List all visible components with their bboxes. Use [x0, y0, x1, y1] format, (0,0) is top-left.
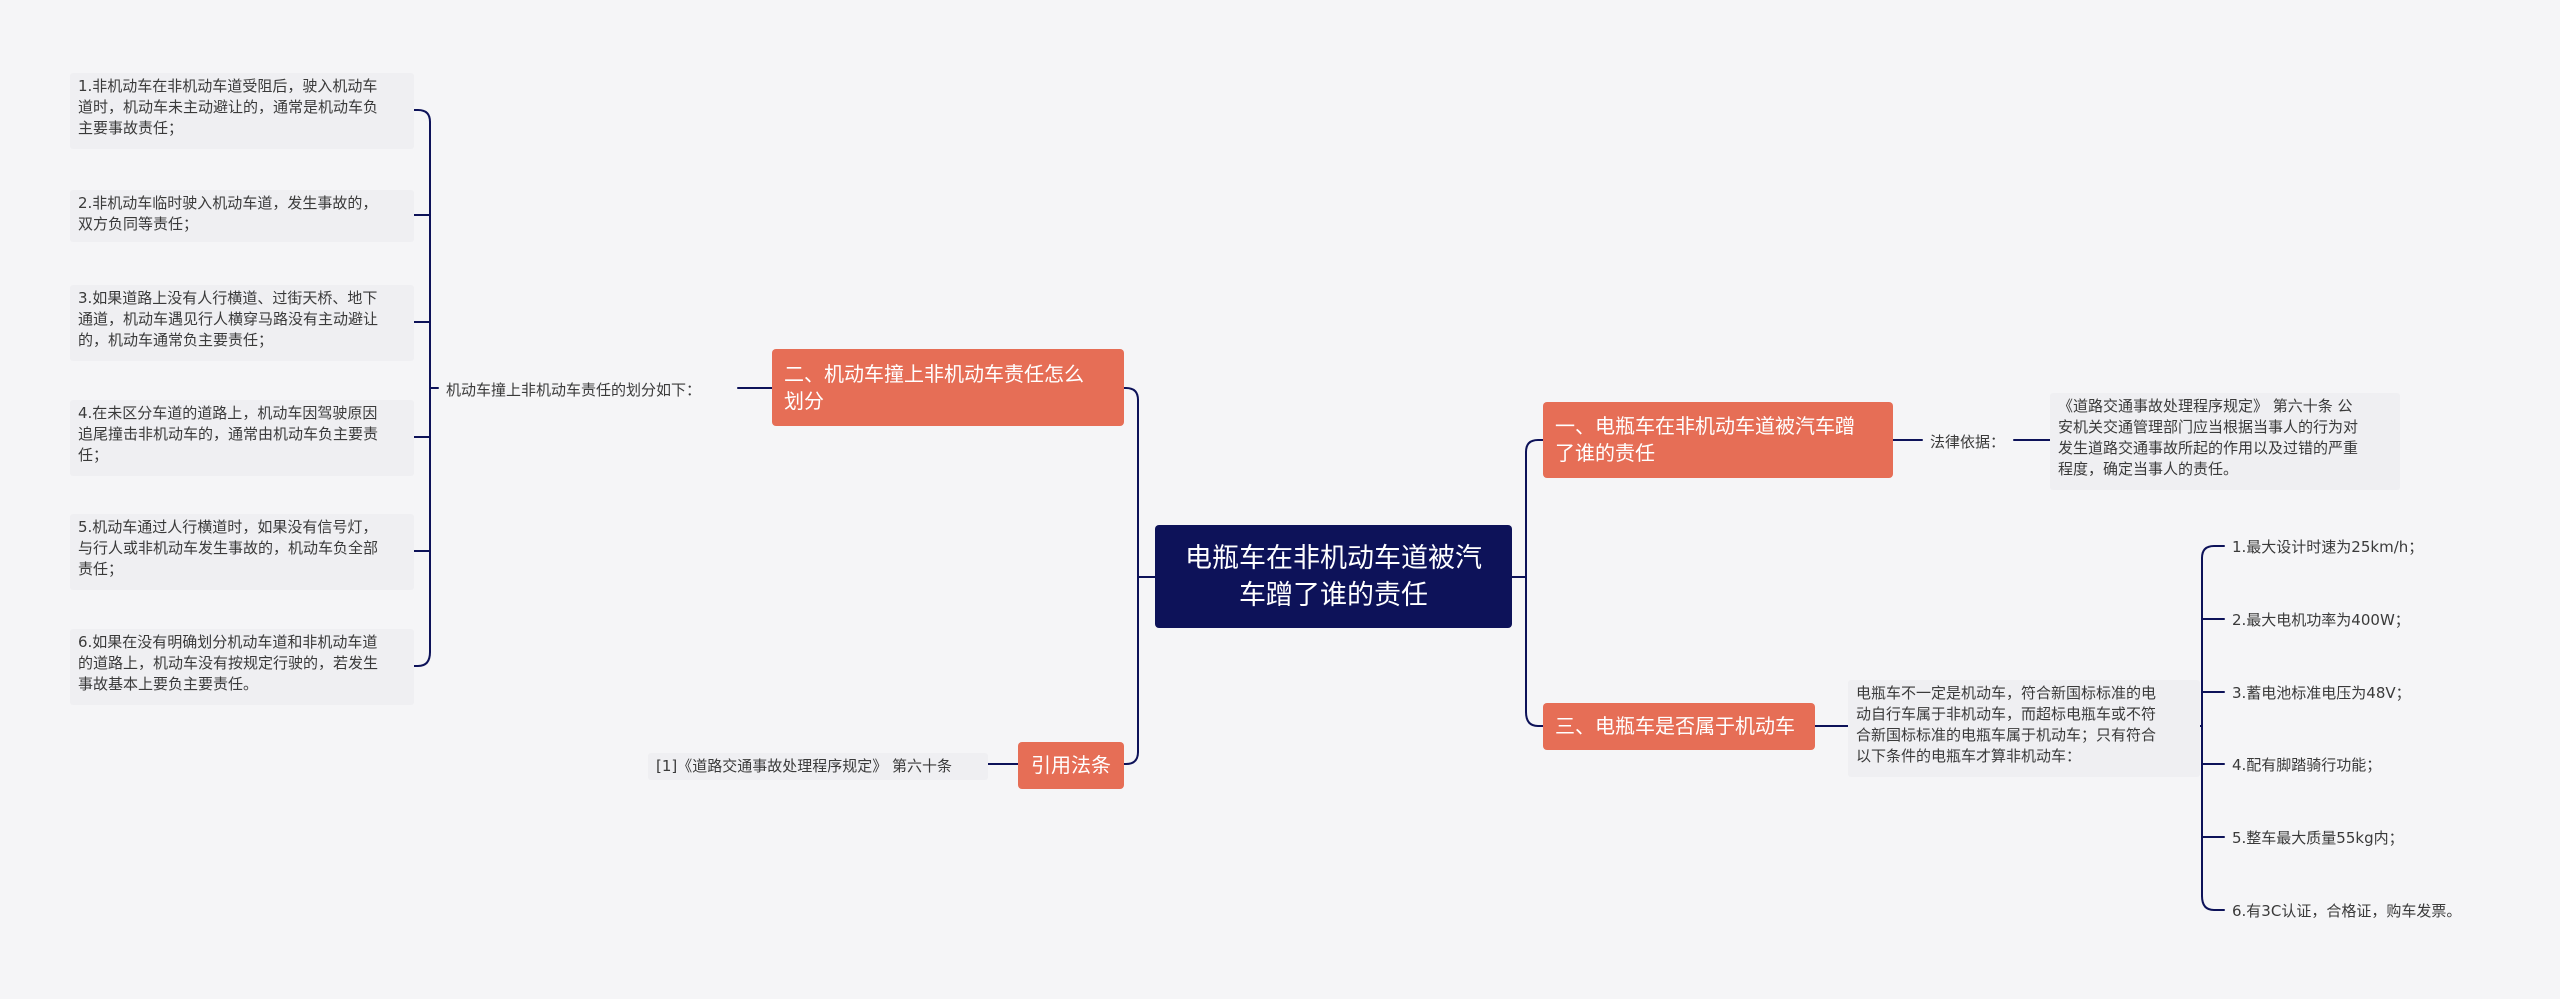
liability-item-4[interactable]: 4.在未区分车道的道路上，机动车因驾驶原因 追尾撞击非机动车的，通常由机动车负主…	[70, 400, 414, 476]
connector-to-branch-1	[1525, 439, 1544, 453]
liability-item-3[interactable]: 3.如果道路上没有人行横道、过街天桥、地下 通道，机动车遇见行人横穿马路没有主动…	[70, 285, 414, 361]
liability-division-label[interactable]: 机动车撞上非机动车责任的划分如下：	[446, 381, 702, 399]
legal-basis-text[interactable]: 《道路交通事故处理程序规定》 第六十条 公 安机关交通管理部门应当根据当事人的行…	[2050, 393, 2400, 490]
liability-item-2[interactable]: 2.非机动车临时驶入机动车道，发生事故的， 双方负同等责任；	[70, 190, 414, 242]
condition-item-4[interactable]: 4.配有脚踏骑行功能；	[2232, 756, 2382, 774]
motor-vehicle-description[interactable]: 电瓶车不一定是机动车，符合新国标标准的电 动自行车属于非机动车，而超标电瓶车或不…	[1848, 680, 2200, 777]
liability-item-5[interactable]: 5.机动车通过人行横道时，如果没有信号灯， 与行人或非机动车发生事故的，机动车负…	[70, 514, 414, 590]
branch-responsibility[interactable]: 一、电瓶车在非机动车道被汽车蹭 了谁的责任	[1543, 402, 1893, 478]
liability-item-6[interactable]: 6.如果在没有明确划分机动车道和非机动车道 的道路上，机动车没有按规定行驶的，若…	[70, 629, 414, 705]
connector-to-branch-3	[1525, 711, 1544, 727]
root-topic[interactable]: 电瓶车在非机动车道被汽 车蹭了谁的责任	[1155, 525, 1512, 628]
connector-to-branch-4	[1123, 751, 1139, 765]
condition-item-6[interactable]: 6.有3C认证，合格证，购车发票。	[2232, 902, 2462, 920]
condition-item-2[interactable]: 2.最大电机功率为400W；	[2232, 611, 2410, 629]
condition-item-5[interactable]: 5.整车最大质量55kg内；	[2232, 829, 2404, 847]
connector-list-item-6	[2201, 895, 2225, 911]
condition-item-3[interactable]: 3.蓄电池标准电压为48V；	[2232, 684, 2411, 702]
connector-item-6	[413, 651, 431, 667]
law-citation[interactable]: [1]《道路交通事故处理程序规定》 第六十条	[648, 753, 988, 780]
branch-cited-law[interactable]: 引用法条	[1018, 742, 1124, 789]
connector-list-item-1	[2201, 545, 2225, 559]
liability-item-1[interactable]: 1.非机动车在非机动车道受阻后，驶入机动车 道时，机动车未主动避让的，通常是机动…	[70, 73, 414, 149]
branch-is-motor-vehicle[interactable]: 三、电瓶车是否属于机动车	[1543, 703, 1815, 750]
connector-item-1	[413, 109, 431, 123]
connector-to-branch-2	[1123, 387, 1139, 401]
condition-item-1[interactable]: 1.最大设计时速为25km/h；	[2232, 538, 2424, 556]
legal-basis-label[interactable]: 法律依据：	[1930, 433, 2006, 451]
branch-liability-division[interactable]: 二、机动车撞上非机动车责任怎么 划分	[772, 349, 1124, 426]
